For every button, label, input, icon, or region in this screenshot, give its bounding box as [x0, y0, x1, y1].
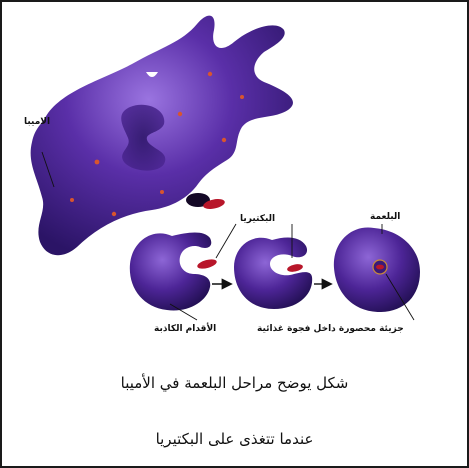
phagocytosis-illustration — [2, 2, 467, 352]
stage-2-cell — [234, 238, 312, 309]
stage-2-bacterium — [286, 263, 303, 273]
label-pseudopods: الأقدام الكاذبة — [154, 324, 216, 334]
label-particle: جزيئة محصورة داخل فجوة غذائية — [257, 324, 404, 334]
caption-line-2: عندما تتغذى على البكتيريا — [2, 430, 467, 448]
caption-line-1: شكل يوضح مراحل البلعمة في الأميبا — [2, 374, 467, 392]
stage-3-particle — [376, 265, 384, 270]
stage-1-cell — [130, 233, 211, 311]
label-bacterium: البكتيريا — [240, 214, 275, 224]
label-amoeba: الاميبا — [24, 117, 50, 127]
stage-1-bacterium — [196, 258, 217, 271]
label-engulfing: البلعمة — [370, 212, 400, 222]
